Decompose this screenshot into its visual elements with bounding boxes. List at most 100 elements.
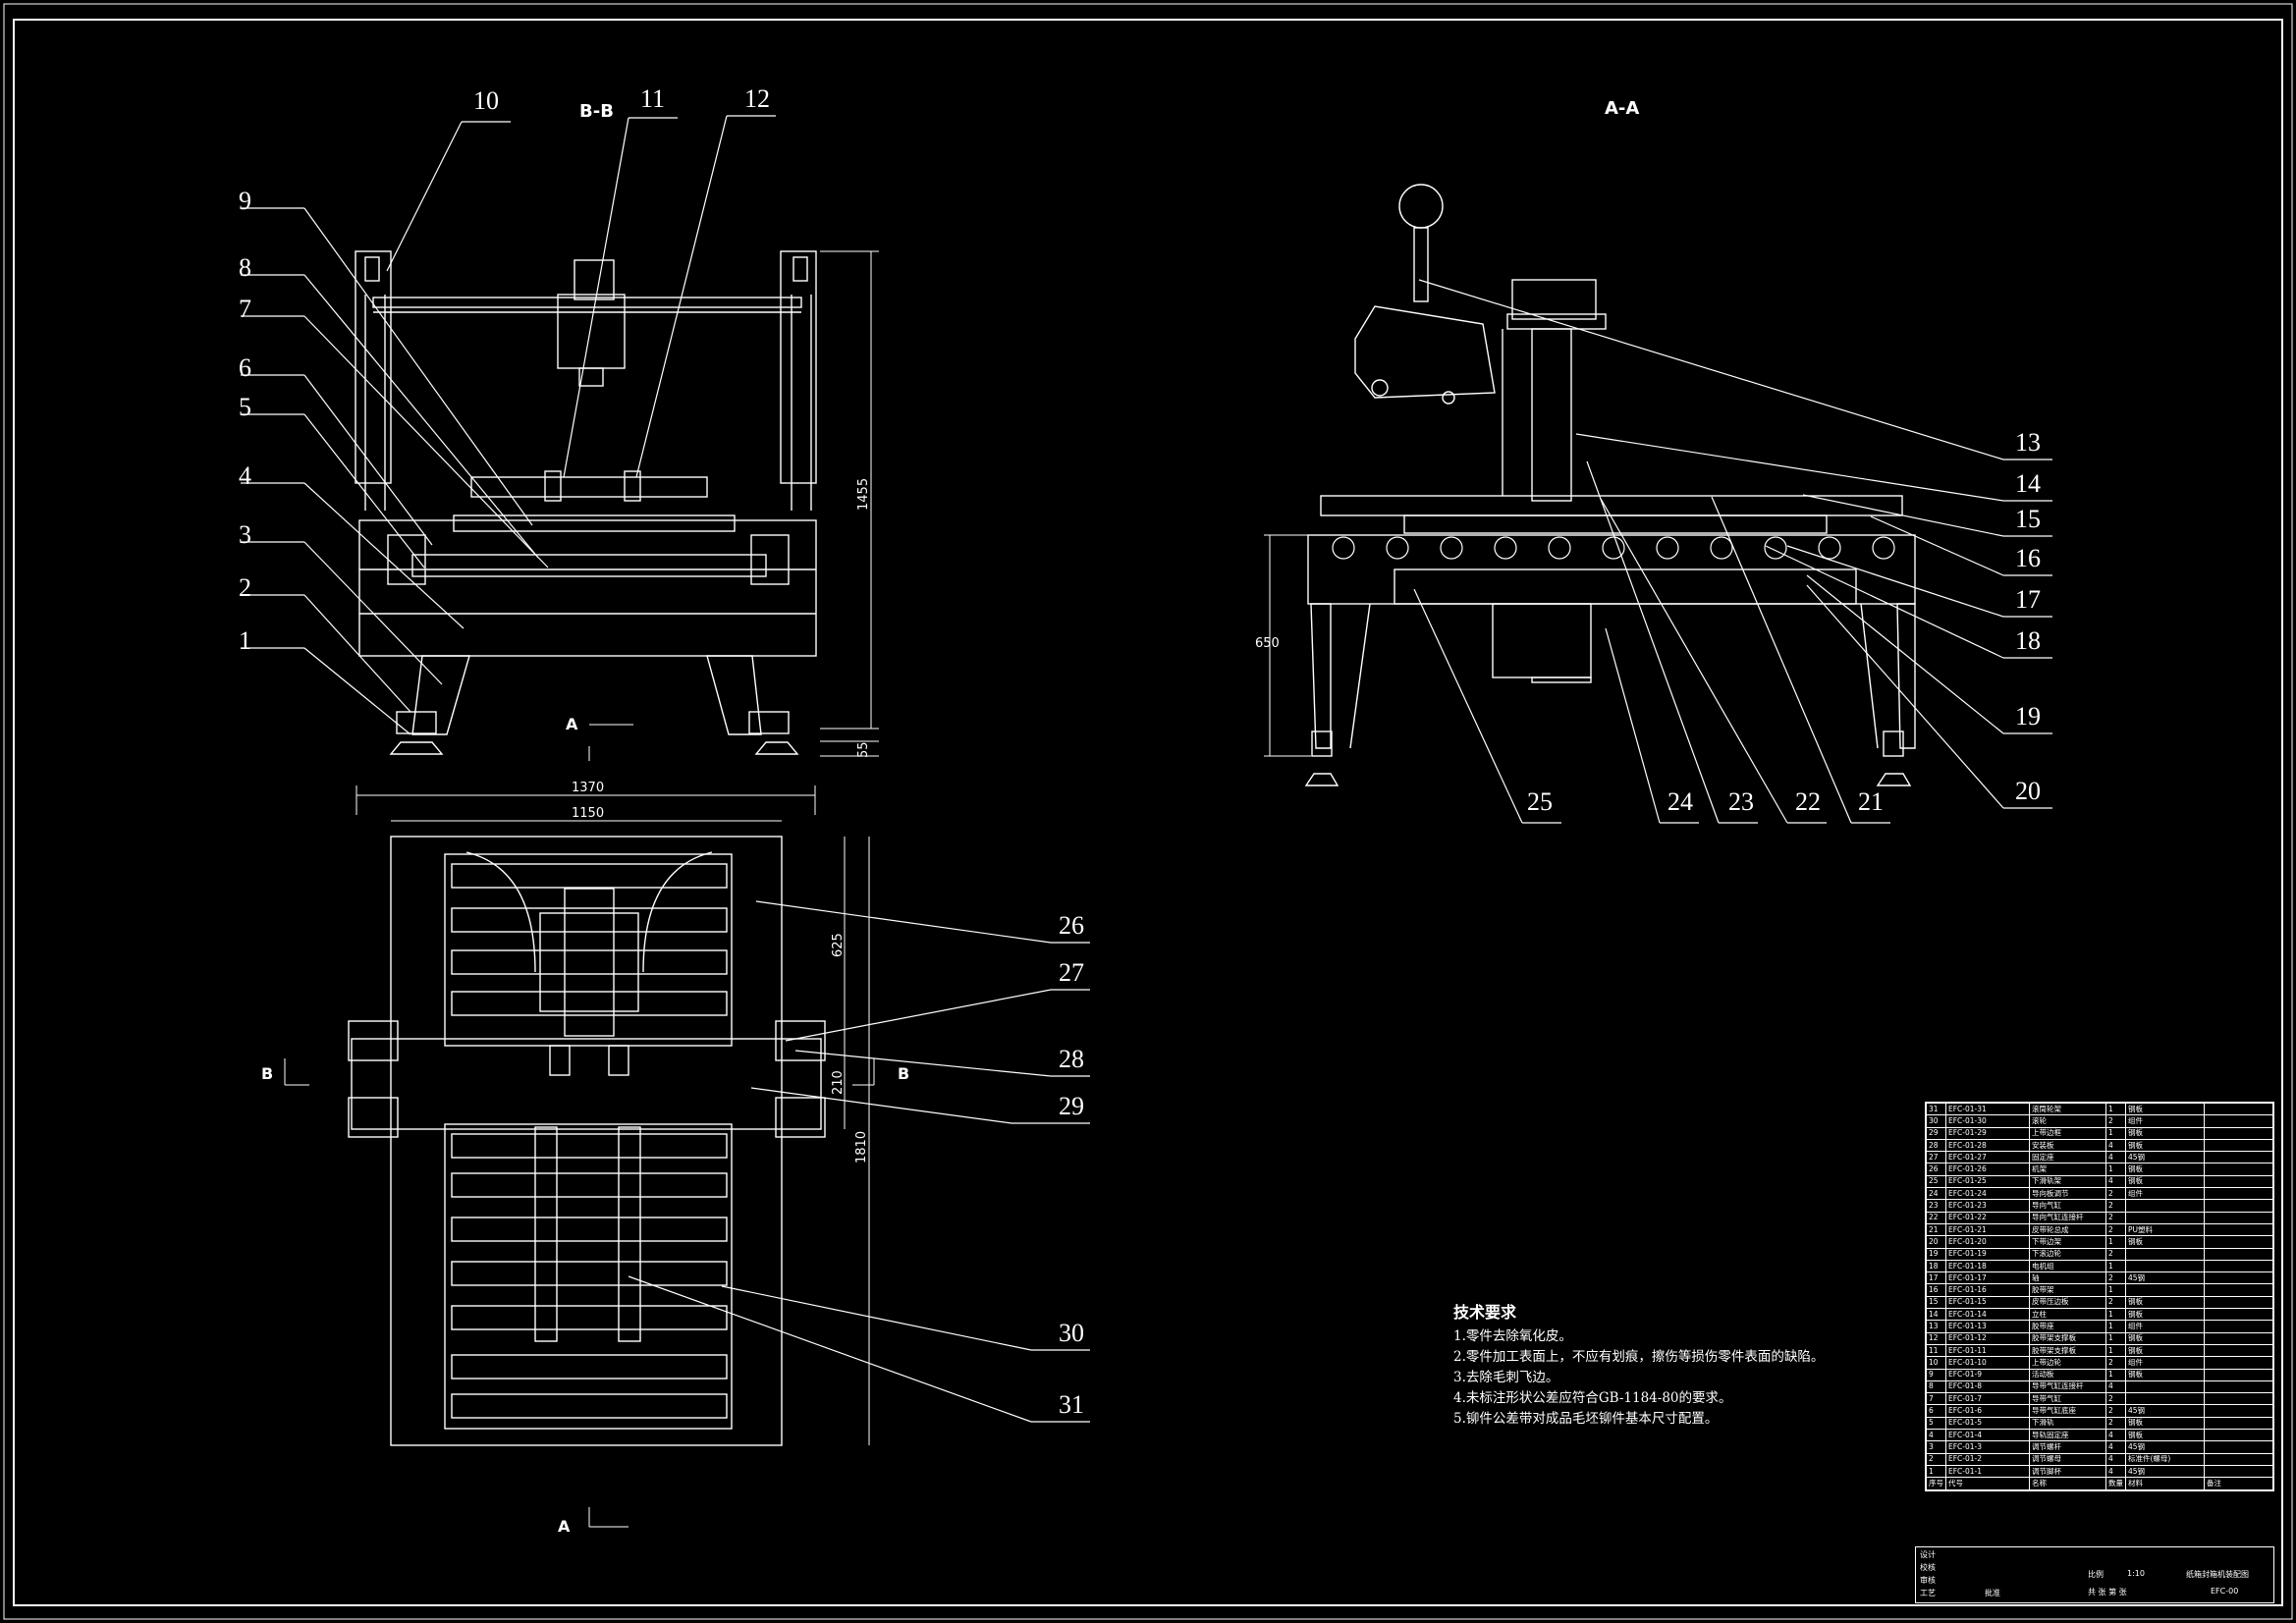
bom-cell-qty: 2 — [2105, 1211, 2126, 1224]
bom-cell-no: 16 — [1926, 1283, 1946, 1297]
part-label-28: 28 — [1059, 1045, 1084, 1073]
bom-cell-name: 调节螺杆 — [2029, 1440, 2106, 1454]
bom-cell-qty: 2 — [2105, 1404, 2126, 1418]
bom-cell-qty: 1 — [2105, 1308, 2126, 1322]
bom-cell-qty: 4 — [2105, 1429, 2126, 1442]
bom-cell-mat: 标准件(螺母) — [2125, 1452, 2205, 1466]
bom-cell-qty: 4 — [2105, 1151, 2126, 1164]
bom-cell-name: 调节脚杯 — [2029, 1464, 2106, 1479]
bom-cell-mat — [2125, 1392, 2205, 1406]
bom-cell-note — [2204, 1151, 2273, 1164]
bom-cell-qty: 1 — [2105, 1235, 2126, 1249]
bom-cell-code: EFC-01-17 — [1945, 1271, 2030, 1285]
bom-cell-name: 机架 — [2029, 1163, 2106, 1176]
bom-cell-code: EFC-01-2 — [1945, 1452, 2030, 1466]
bom-cell-no: 6 — [1926, 1404, 1946, 1418]
bom-cell-name: 导轨固定座 — [2029, 1429, 2106, 1442]
bom-cell-qty: 2 — [2105, 1356, 2126, 1370]
tech-item: 4.未标注形状公差应符合GB-1184-80的要求。 — [1453, 1390, 1732, 1406]
bom-cell-no: 11 — [1926, 1343, 1946, 1358]
bom-cell-code: EFC-01-31 — [1945, 1102, 2030, 1116]
bom-cell-qty: 2 — [2105, 1199, 2126, 1213]
tb-row-review: 审核 — [1920, 1576, 1936, 1585]
part-label-5: 5 — [239, 393, 251, 421]
bom-cell-qty: 2 — [2105, 1247, 2126, 1261]
bom-cell-note — [2204, 1222, 2273, 1237]
bom-cell-qty: 2 — [2105, 1392, 2126, 1406]
bom-cell-no: 10 — [1926, 1356, 1946, 1370]
bom-cell-qty: 4 — [2105, 1452, 2126, 1466]
bom-cell-mat: 组件 — [2125, 1320, 2205, 1333]
top-view — [284, 724, 875, 1528]
bom-cell-no: 31 — [1926, 1102, 1946, 1116]
part-label-17: 17 — [2015, 585, 2041, 614]
section-marker-b-left: B — [261, 1064, 274, 1083]
part-label-8: 8 — [239, 253, 251, 282]
bom-cell-name: 下滑轨 — [2029, 1416, 2106, 1431]
part-label-6: 6 — [239, 353, 251, 382]
bom-cell-note — [2204, 1440, 2273, 1454]
bom-cell-qty: 1 — [2105, 1283, 2126, 1297]
bom-cell-name: 滚轮 — [2029, 1114, 2106, 1128]
part-label-23: 23 — [1728, 787, 1754, 816]
bom-cell-name: 导向气缸连接杆 — [2029, 1211, 2106, 1224]
bom-cell-note — [2204, 1247, 2273, 1261]
bom-cell-mat — [2125, 1247, 2205, 1261]
bom-cell-name: 皮带轮总成 — [2029, 1222, 2106, 1237]
dim-625: 625 — [831, 933, 846, 957]
bom-cell-name: 胶带架支撑板 — [2029, 1331, 2106, 1345]
bom-cell-mat: 钢板 — [2125, 1416, 2205, 1431]
bom-cell-no: 21 — [1926, 1222, 1946, 1237]
bom-cell-mat — [2125, 1211, 2205, 1224]
bom-cell-no: 25 — [1926, 1174, 1946, 1189]
section-marker-a-top: A — [566, 715, 578, 733]
bom-cell-note — [2204, 1464, 2273, 1479]
bom-cell-note — [2204, 1295, 2273, 1310]
bom-cell-qty: 2 — [2105, 1416, 2126, 1431]
bom-cell-code: EFC-01-11 — [1945, 1343, 2030, 1358]
bom-cell-note — [2204, 1416, 2273, 1431]
bom-cell-code: EFC-01-30 — [1945, 1114, 2030, 1128]
bom-cell-qty: 1 — [2105, 1343, 2126, 1358]
dim-210: 210 — [831, 1070, 846, 1095]
bom-cell-name: 导带气缸底座 — [2029, 1404, 2106, 1418]
bom-cell-name: 安装板 — [2029, 1138, 2106, 1153]
bom-cell-name: 导向气缸 — [2029, 1199, 2106, 1213]
part-label-9: 9 — [239, 187, 251, 215]
bom-cell-note — [2204, 1235, 2273, 1249]
bom-cell-note — [2204, 1452, 2273, 1466]
bom-cell-mat: 钢板 — [2125, 1138, 2205, 1153]
bom-cell-mat — [2125, 1199, 2205, 1213]
bom-cell-no: 12 — [1926, 1331, 1946, 1345]
part-label-16: 16 — [2015, 544, 2041, 572]
bom-cell-qty: 2 — [2105, 1222, 2126, 1237]
bom-cell-code: EFC-01-9 — [1945, 1368, 2030, 1381]
bom-header-qty: 数量 — [2105, 1477, 2126, 1490]
part-label-27: 27 — [1059, 958, 1084, 987]
bom-cell-name: 立柱 — [2029, 1308, 2106, 1322]
bom-cell-code: EFC-01-23 — [1945, 1199, 2030, 1213]
bom-cell-mat: 组件 — [2125, 1114, 2205, 1128]
bom-cell-note — [2204, 1429, 2273, 1442]
tb-batch: 批准 — [1985, 1589, 2000, 1597]
part-label-20: 20 — [2015, 777, 2041, 805]
bom-cell-no: 18 — [1926, 1259, 1946, 1273]
bom-cell-note — [2204, 1404, 2273, 1418]
bom-cell-no: 30 — [1926, 1114, 1946, 1128]
tb-scale-label: 比例 — [2088, 1570, 2104, 1579]
bom-cell-note — [2204, 1308, 2273, 1322]
bom-cell-no: 19 — [1926, 1247, 1946, 1261]
bom-cell-mat: 45钢 — [2125, 1404, 2205, 1418]
technical-requirements: 技术要求 1.零件去除氧化皮。 2.零件加工表面上，不应有划痕，擦伤等损伤零件表… — [1453, 1302, 1824, 1430]
